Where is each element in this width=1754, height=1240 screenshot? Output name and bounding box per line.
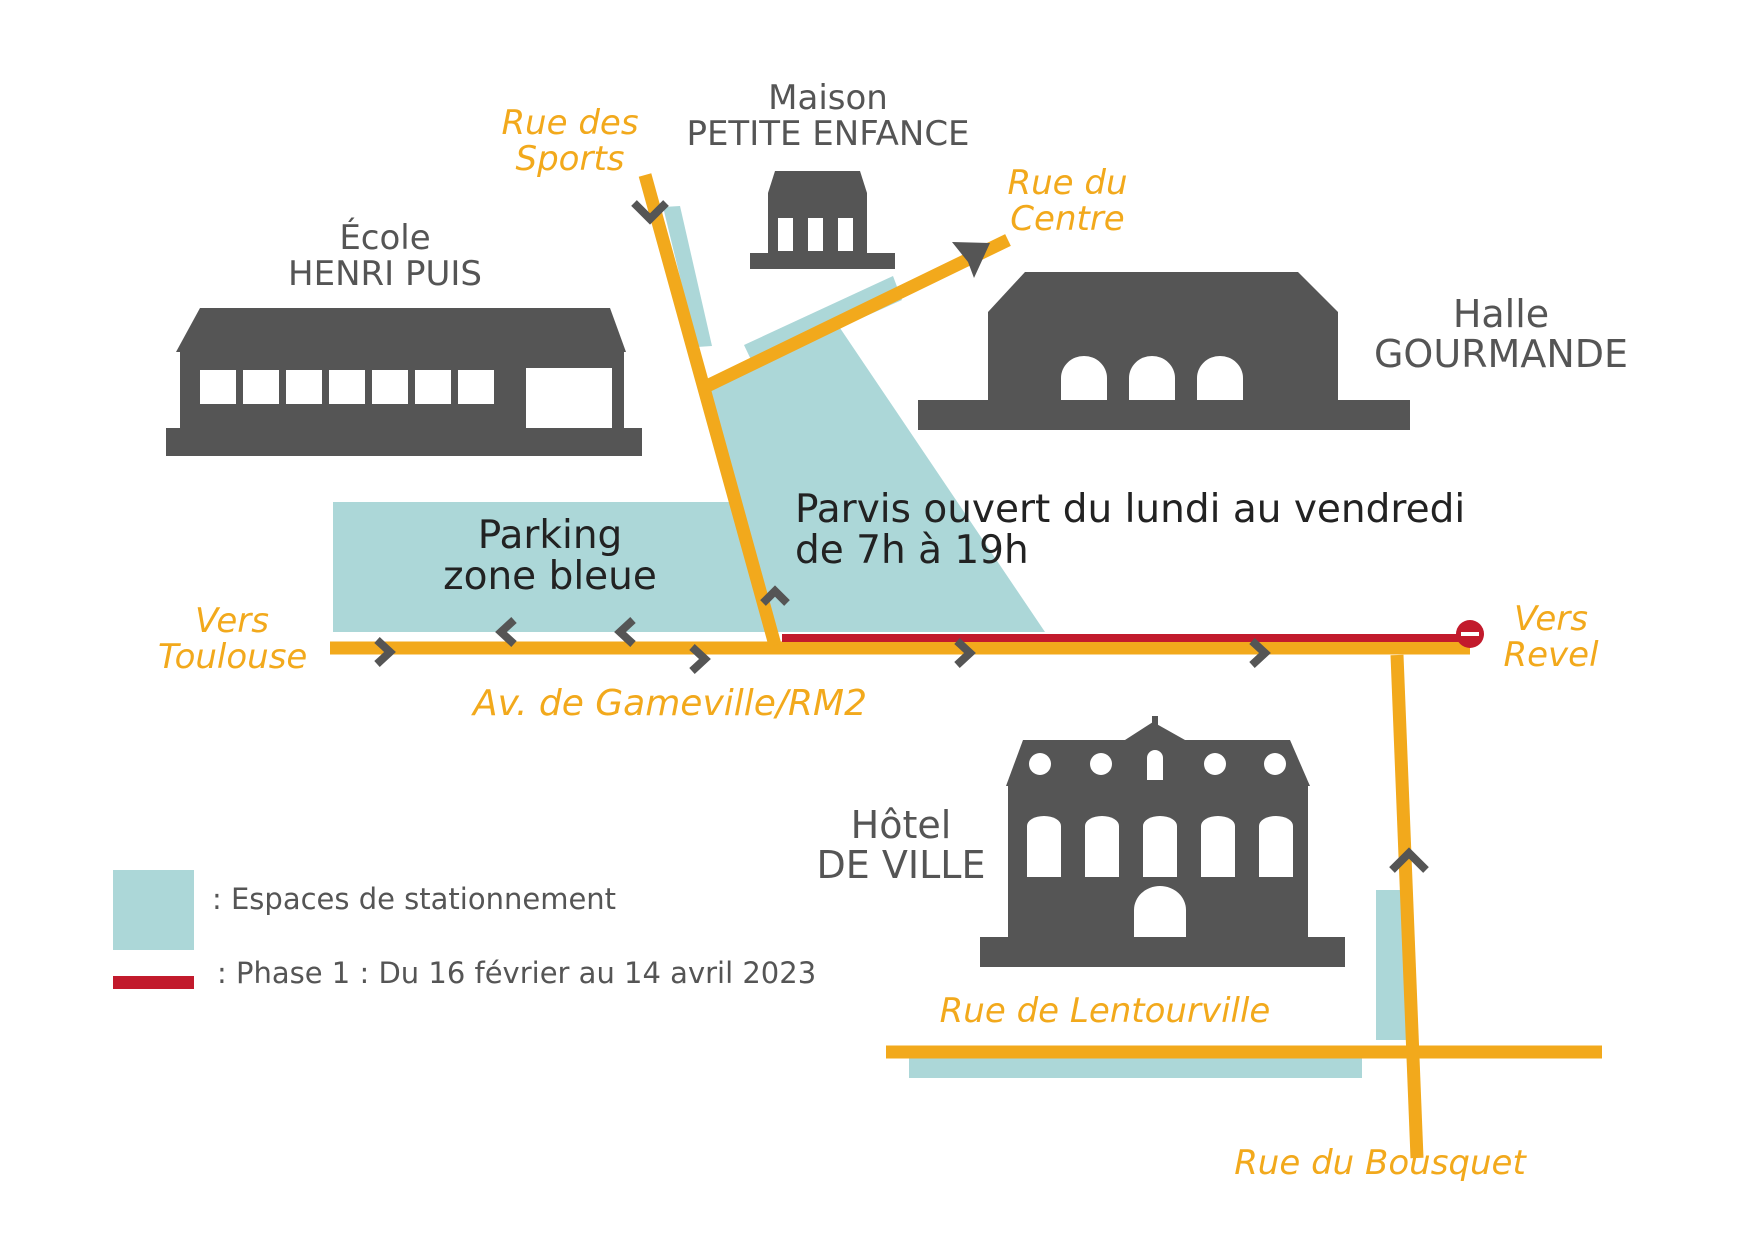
- chevron-left-icon: [495, 617, 517, 647]
- label-avenue-gameville: Av. de Gameville/RM2: [472, 683, 868, 724]
- parking-strip-sports: [663, 206, 712, 347]
- chevron-left-icon: [614, 617, 636, 647]
- parvis-area: [703, 328, 1045, 632]
- chevron-right-icon: [374, 637, 396, 667]
- roads: [330, 173, 1602, 1159]
- label-line: GOURMANDE: [1373, 331, 1629, 376]
- building-hotel-de-ville: [980, 716, 1345, 967]
- label-line: Halle: [1452, 292, 1550, 336]
- label-line: HENRI PUIS: [288, 253, 482, 294]
- chevron-right-icon: [954, 638, 976, 668]
- label-line: Rue des: [501, 103, 639, 143]
- chevron-down-icon: [631, 200, 669, 225]
- legend-phase-swatch: [113, 976, 194, 989]
- no-entry-icon: [1456, 620, 1484, 648]
- label-ecole-henri-puis: École HENRI PUIS: [255, 218, 515, 294]
- road-rue-du-bousquet: [1390, 654, 1424, 1159]
- label-line: Sports: [515, 138, 625, 179]
- label-line: Vers: [1514, 599, 1588, 639]
- label-line: PETITE ENFANCE: [686, 113, 970, 154]
- label-hotel-de-ville: Hôtel DE VILLE: [806, 803, 996, 887]
- parking-zone-bleue: [333, 502, 765, 632]
- label-parking-zone-bleue: Parking zone bleue: [420, 513, 680, 599]
- label-vers-revel: Vers Revel: [1496, 599, 1606, 675]
- chevron-up-icon: [760, 585, 790, 606]
- legend-phase-label: : Phase 1 : Du 16 février au 14 avril 20…: [217, 956, 817, 990]
- direction-arrows: [374, 200, 1429, 873]
- label-line: Rue du: [1007, 163, 1128, 203]
- label-rue-du-centre: Rue du Centre: [1000, 163, 1135, 239]
- label-line: DE VILLE: [816, 842, 986, 887]
- label-line: zone bleue: [443, 553, 657, 599]
- label-vers-toulouse: Vers Toulouse: [158, 601, 308, 677]
- legend-parking-swatch: [113, 870, 194, 950]
- label-halle-gourmande: Halle GOURMANDE: [1356, 292, 1646, 376]
- label-line: Toulouse: [158, 636, 308, 677]
- road-rue-du-centre: [702, 234, 1011, 393]
- label-line: Centre: [1010, 198, 1125, 239]
- label-line: Vers: [195, 601, 269, 641]
- label-rue-de-lentourville: Rue de Lentourville: [939, 991, 1271, 1031]
- label-line: Parking: [477, 513, 623, 558]
- legend-parking-label: : Espaces de stationnement: [212, 882, 617, 916]
- label-line: Parvis ouvert du lundi au vendredi: [795, 487, 1466, 532]
- label-line: École: [339, 218, 431, 258]
- label-line: Maison: [768, 78, 888, 118]
- label-parvis-hours: Parvis ouvert du lundi au vendredi de 7h…: [795, 487, 1515, 573]
- road-rue-des-sports: [638, 173, 782, 647]
- chevron-right-icon: [1249, 638, 1271, 668]
- chevron-right-icon: [689, 644, 711, 674]
- label-rue-des-sports: Rue des Sports: [498, 103, 642, 179]
- label-line: Revel: [1503, 634, 1599, 675]
- building-halle-gourmande: [918, 272, 1410, 430]
- label-line: de 7h à 19h: [795, 527, 1029, 573]
- chevron-right-icon: [952, 242, 990, 278]
- building-maison-petite-enfance: [750, 171, 895, 269]
- label-rue-du-bousquet: Rue du Bousquet: [1234, 1143, 1526, 1183]
- chevron-up-icon: [1389, 847, 1429, 873]
- label-maison-petite-enfance: Maison PETITE ENFANCE: [668, 78, 988, 154]
- label-line: Hôtel: [850, 803, 952, 847]
- building-ecole-henri-puis: [166, 308, 642, 456]
